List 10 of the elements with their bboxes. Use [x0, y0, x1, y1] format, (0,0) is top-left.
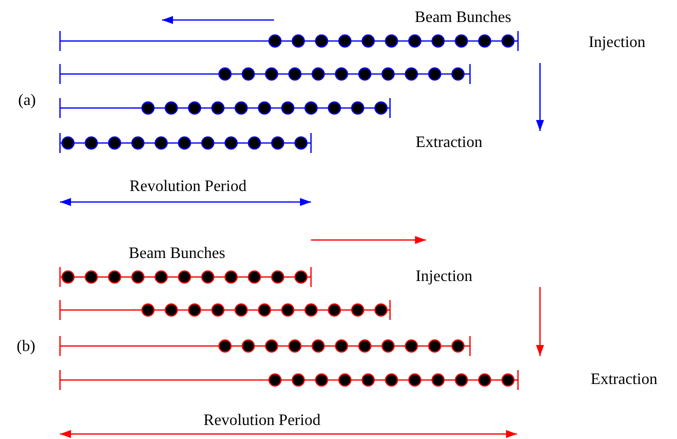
stage-label: Injection	[588, 35, 646, 51]
beam-label: Beam Bunches	[414, 10, 512, 26]
panel-label: (b)	[16, 339, 36, 355]
stage-label: Extraction	[416, 135, 482, 151]
stage-label: Injection	[416, 269, 472, 285]
beam-label: Beam Bunches	[128, 246, 226, 262]
period-label: Revolution Period	[130, 179, 246, 195]
panel-label: (a)	[18, 93, 36, 109]
period-label: Revolution Period	[204, 413, 320, 429]
stage-label: Extraction	[590, 372, 658, 388]
